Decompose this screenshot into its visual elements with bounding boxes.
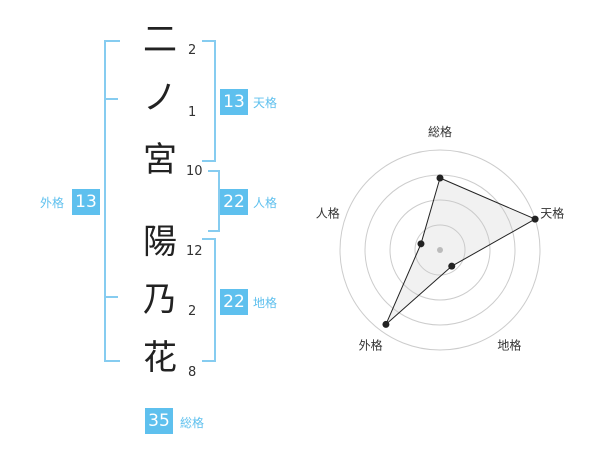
stroke-count-2: 1 <box>188 105 197 120</box>
name-char-2: ノ <box>143 78 177 118</box>
jin-bracket <box>208 170 220 232</box>
gai-bracket <box>104 40 120 362</box>
name-char-1: 二 <box>143 20 177 60</box>
chi-bracket <box>202 238 216 362</box>
jin-label: 人格 <box>253 196 278 210</box>
radar-axis-label-5: 人格 <box>316 206 340 221</box>
radar-axis-label-3: 地格 <box>497 337 521 352</box>
sou-label: 総格 <box>180 416 205 430</box>
stroke-count-3: 10 <box>186 164 203 179</box>
name-char-5: 乃 <box>143 280 177 320</box>
radar-point-5 <box>417 240 425 248</box>
radar-ring-2 <box>389 199 491 301</box>
ten-bracket <box>202 40 216 162</box>
radar-point-4 <box>382 320 390 328</box>
jin-badge: 22 <box>220 189 248 215</box>
radar-axis-label-4: 外格 <box>359 337 383 352</box>
radar-center-dot <box>437 247 443 253</box>
radar-ring-1 <box>414 224 466 276</box>
radar-grid <box>339 149 541 351</box>
gai-badge: 13 <box>72 189 100 215</box>
chi-label: 地格 <box>253 296 278 310</box>
stroke-count-5: 2 <box>188 304 197 319</box>
radar-points <box>382 174 539 328</box>
ten-badge: 13 <box>220 89 248 115</box>
gai-bracket-tick-1 <box>104 98 118 100</box>
stroke-count-4: 12 <box>186 244 203 259</box>
stroke-count-6: 8 <box>188 365 197 380</box>
radar-point-2 <box>531 215 539 223</box>
radar-point-3 <box>448 262 456 270</box>
name-char-3: 宮 <box>143 140 177 180</box>
radar-axis-label-1: 総格 <box>428 124 452 139</box>
gai-label: 外格 <box>40 196 65 210</box>
radar-ring-4 <box>339 149 541 351</box>
radar-shape <box>385 177 537 325</box>
gai-bracket-tick-2 <box>104 296 118 298</box>
name-char-4: 陽 <box>143 222 177 262</box>
stroke-count-1: 2 <box>188 43 197 58</box>
radar-point-1 <box>436 174 444 182</box>
radar-axis-label-2: 天格 <box>540 206 564 221</box>
ten-label: 天格 <box>253 96 278 110</box>
sou-badge: 35 <box>145 408 173 434</box>
chi-badge: 22 <box>220 289 248 315</box>
name-char-6: 花 <box>143 338 177 378</box>
